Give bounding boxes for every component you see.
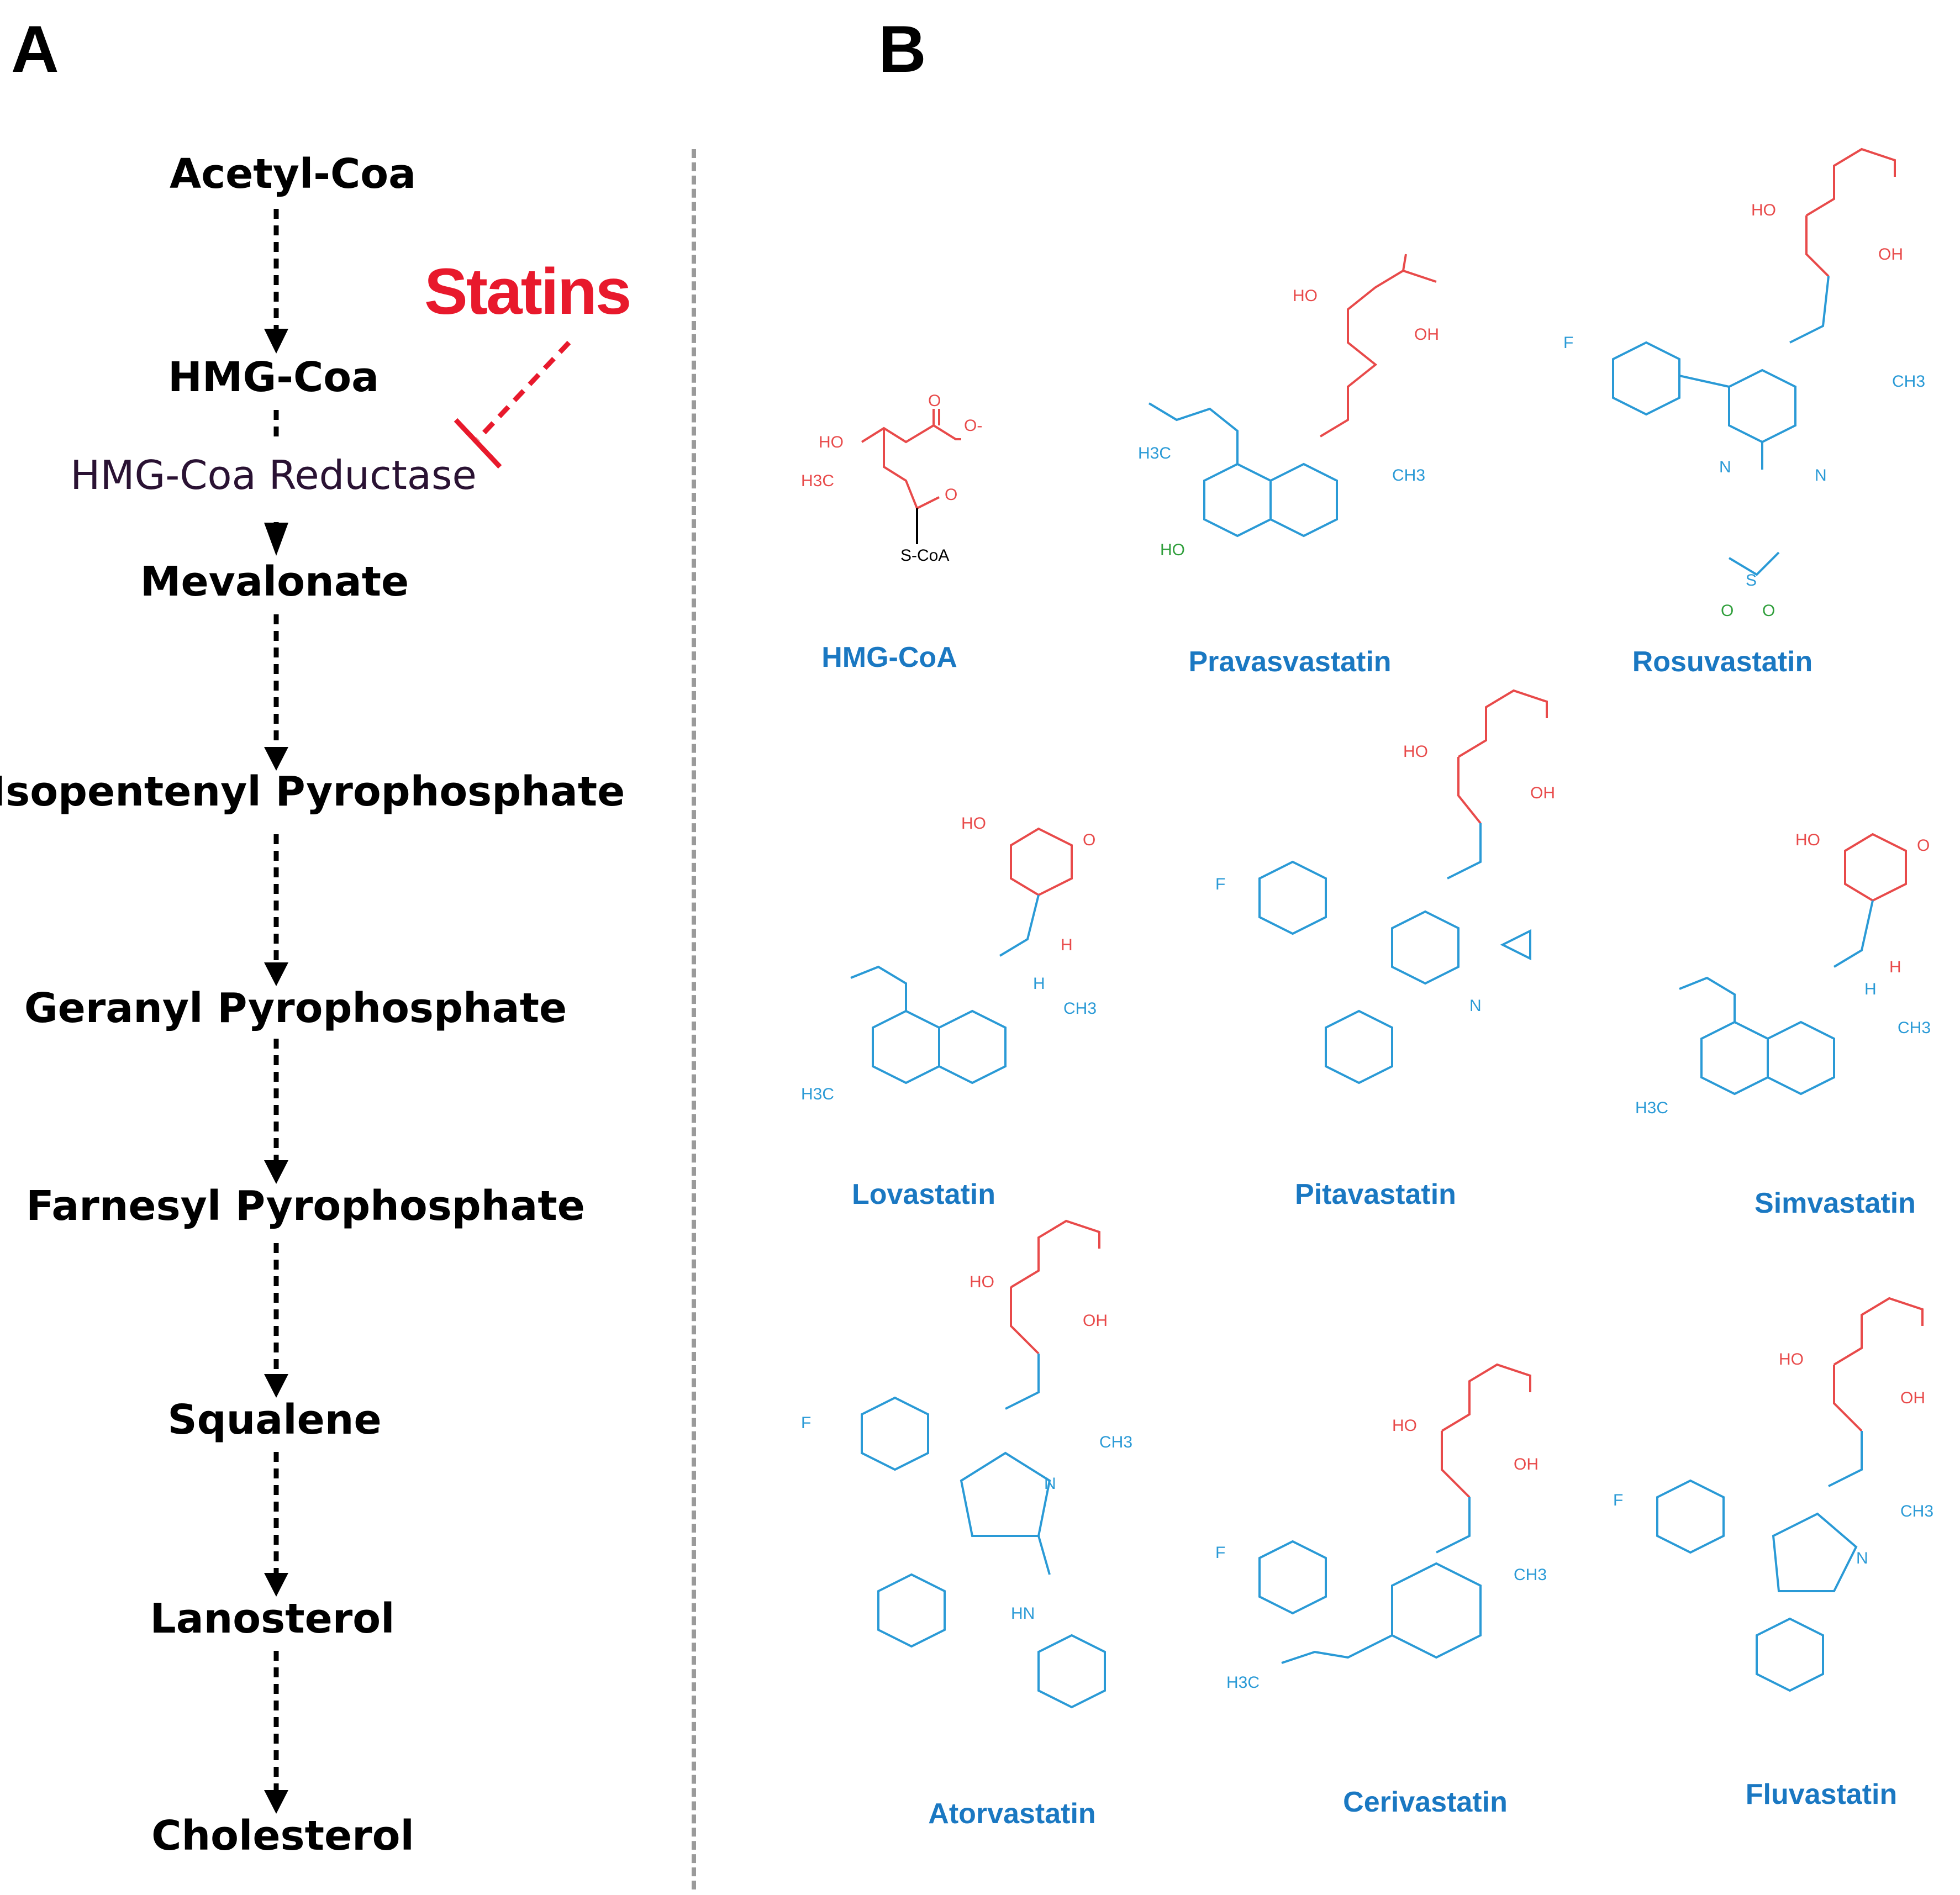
arrowhead-1 <box>264 329 288 354</box>
structure-fluvastatin: HO OH F N CH3 <box>1613 1297 1933 1692</box>
svg-text:H3C: H3C <box>1226 1673 1260 1692</box>
arrowhead-2 <box>264 523 288 556</box>
svg-text:O-: O- <box>964 417 982 435</box>
step-hmg-coa: HMG-Coa <box>167 354 380 401</box>
panel-a-letter: A <box>11 12 59 86</box>
svg-text:O: O <box>1762 602 1775 620</box>
structure-pitavastatin: HO OH F N <box>1215 689 1555 1085</box>
svg-text:H: H <box>1864 980 1877 998</box>
structure-hmg-coa: HO H3C O O- O S-CoA <box>801 392 982 565</box>
structure-lovastatin: HO O H H CH3 H3C <box>801 814 1097 1103</box>
svg-text:H: H <box>1033 975 1045 993</box>
svg-text:H: H <box>1889 958 1901 976</box>
svg-text:F: F <box>1215 1544 1225 1562</box>
svg-text:O: O <box>945 486 957 504</box>
svg-text:OH: OH <box>1878 245 1903 264</box>
inhibitor-statins: Statins <box>424 255 631 328</box>
svg-text:HO: HO <box>1293 287 1318 305</box>
svg-text:CH3: CH3 <box>1514 1566 1547 1584</box>
label-rosuvastatin: Rosuvastatin <box>1632 646 1813 678</box>
structure-cerivastatin: HO OH F H3C CH3 <box>1215 1363 1547 1692</box>
svg-text:H3C: H3C <box>1635 1099 1668 1117</box>
svg-text:N: N <box>1719 458 1731 476</box>
arrowhead-7 <box>264 1573 288 1597</box>
label-lovastatin: Lovastatin <box>851 1178 996 1210</box>
step-mevalonate: Mevalonate <box>140 558 409 606</box>
svg-text:F: F <box>1215 875 1225 893</box>
svg-text:CH3: CH3 <box>1892 372 1925 391</box>
structure-pravastatin: HO OH HO CH3 H3C <box>1138 254 1439 559</box>
svg-text:S: S <box>1746 571 1757 589</box>
label-fluvastatin: Fluvastatin <box>1745 1778 1898 1810</box>
step-isopentenyl-pyrophosphate: Isopentenyl Pyrophosphate <box>0 768 625 815</box>
label-cerivastatin: Cerivastatin <box>1343 1786 1508 1818</box>
step-acetyl-coa: Acetyl-Coa <box>169 150 417 198</box>
svg-text:S-CoA: S-CoA <box>900 546 949 565</box>
svg-text:H3C: H3C <box>1138 444 1171 462</box>
step-geranyl-pyrophosphate: Geranyl Pyrophosphate <box>24 985 567 1032</box>
structure-atorvastatin: HO OH F N HN CH3 <box>801 1219 1132 1709</box>
svg-text:H3C: H3C <box>801 1085 834 1103</box>
svg-text:O: O <box>1083 831 1095 849</box>
svg-text:HO: HO <box>1795 831 1820 849</box>
svg-text:HO: HO <box>1392 1417 1417 1435</box>
structure-simvastatin: HO O H H CH3 H3C <box>1635 831 1931 1117</box>
label-pitavastatin: Pitavastatin <box>1295 1178 1456 1210</box>
svg-text:HO: HO <box>1751 201 1776 219</box>
structure-rosuvastatin: HO OH F N N S O O CH3 <box>1563 148 1925 620</box>
svg-text:H: H <box>1061 936 1073 954</box>
svg-text:OH: OH <box>1414 325 1439 344</box>
svg-text:CH3: CH3 <box>1900 1502 1933 1520</box>
svg-text:O: O <box>928 392 941 410</box>
svg-text:HO: HO <box>970 1273 994 1291</box>
step-squalene: Squalene <box>167 1396 382 1444</box>
label-simvastatin: Simvastatin <box>1754 1187 1916 1219</box>
svg-text:OH: OH <box>1900 1389 1925 1407</box>
inhibition-line <box>454 340 571 469</box>
step-cholesterol: Cholesterol <box>151 1812 414 1860</box>
label-atorvastatin: Atorvastatin <box>928 1798 1096 1830</box>
svg-text:N: N <box>1856 1549 1868 1567</box>
svg-text:HO: HO <box>1779 1350 1804 1368</box>
svg-text:HO: HO <box>1160 541 1185 559</box>
arrowhead-8 <box>264 1790 288 1814</box>
enzyme-hmg-coa-reductase: HMG-Coa Reductase <box>70 452 477 498</box>
svg-text:H3C: H3C <box>801 472 834 490</box>
arrowhead-4 <box>264 962 288 986</box>
svg-text:CH3: CH3 <box>1063 999 1097 1018</box>
svg-text:HO: HO <box>961 814 986 833</box>
svg-text:N: N <box>1469 997 1482 1015</box>
panel-divider <box>692 149 696 1889</box>
arrowheads <box>264 329 288 1814</box>
svg-text:CH3: CH3 <box>1898 1019 1931 1037</box>
svg-text:CH3: CH3 <box>1099 1433 1132 1451</box>
panel-b-letter: B <box>878 12 926 86</box>
svg-text:OH: OH <box>1514 1455 1539 1473</box>
svg-text:OH: OH <box>1083 1312 1108 1330</box>
arrowhead-3 <box>264 747 288 771</box>
svg-text:N: N <box>1044 1475 1056 1493</box>
step-lanosterol: Lanosterol <box>150 1595 395 1643</box>
label-hmg-coa: HMG-CoA <box>821 641 957 673</box>
svg-text:F: F <box>1563 334 1573 352</box>
step-farnesyl-pyrophosphate: Farnesyl Pyrophosphate <box>26 1182 585 1230</box>
svg-text:HO: HO <box>819 433 844 451</box>
svg-text:F: F <box>801 1414 811 1432</box>
svg-text:O: O <box>1721 602 1734 620</box>
svg-text:F: F <box>1613 1491 1623 1509</box>
label-pravasvastatin: Pravasvastatin <box>1188 646 1392 678</box>
svg-text:HN: HN <box>1011 1604 1035 1623</box>
svg-text:OH: OH <box>1530 784 1555 802</box>
svg-text:N: N <box>1815 466 1827 485</box>
svg-text:O: O <box>1917 836 1930 855</box>
arrowhead-5 <box>264 1160 288 1184</box>
svg-text:CH3: CH3 <box>1392 466 1425 485</box>
svg-text:HO: HO <box>1403 743 1428 761</box>
arrowhead-6 <box>264 1374 288 1398</box>
